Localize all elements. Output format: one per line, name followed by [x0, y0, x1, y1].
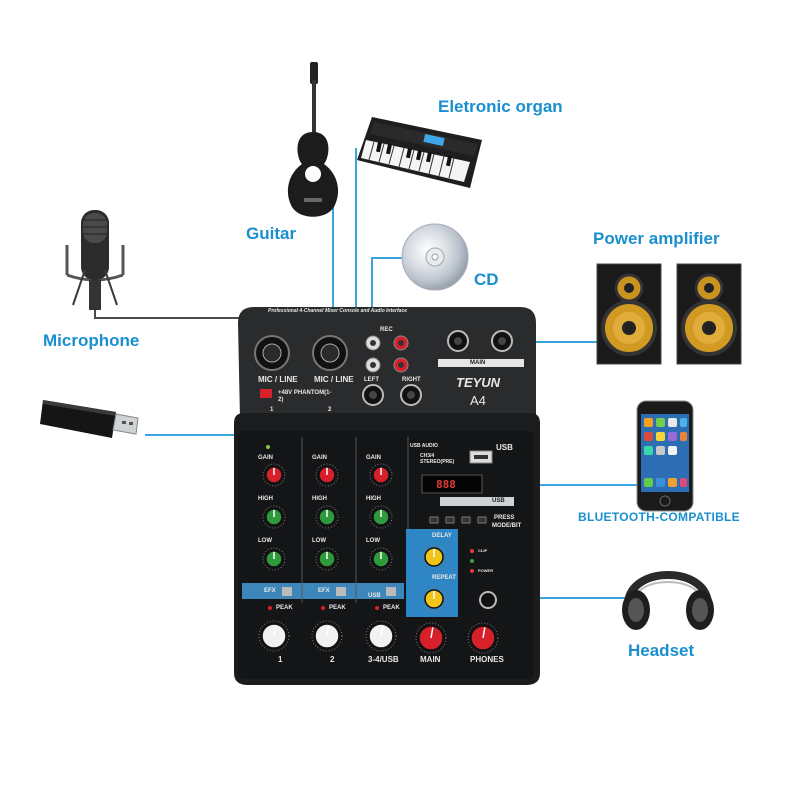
gain-label-1: GAIN — [258, 455, 273, 461]
main-knob[interactable] — [415, 622, 447, 654]
usb-audio-label: USB AUDIO — [410, 443, 438, 449]
right-label: RIGHT — [402, 377, 421, 383]
repeat-knob[interactable] — [421, 586, 447, 612]
high-label-2: HIGH — [312, 496, 327, 502]
high-label-1: HIGH — [258, 496, 273, 502]
power-amplifier-label: Power amplifier — [593, 229, 720, 248]
brand-label: TEYUN — [456, 375, 501, 390]
cd-label: CD — [474, 270, 499, 289]
main-knob-label: MAIN — [420, 655, 441, 664]
press-label: PRESS — [494, 515, 515, 521]
peak-label-1: PEAK — [276, 605, 293, 611]
low-knob-2[interactable] — [315, 547, 339, 571]
channel-3-label: 3-4/USB — [368, 655, 399, 664]
microphone-label: Microphone — [43, 331, 140, 350]
usb-label: USB — [496, 443, 513, 452]
level-knob-1[interactable] — [258, 620, 290, 652]
speaker-icon — [596, 263, 742, 365]
power-led-label: POWER — [478, 568, 494, 573]
gain-knob-2[interactable] — [315, 463, 339, 487]
gain-knob-1[interactable] — [262, 463, 286, 487]
delay-knob[interactable] — [421, 544, 447, 570]
phones-knob[interactable] — [467, 622, 499, 654]
left-label: LEFT — [364, 377, 379, 383]
ch34-stereo-label: CH3/4 STEREO(PRE) — [420, 453, 455, 465]
clip-label: CLIP — [478, 548, 488, 553]
input-1-number: 1 — [270, 407, 274, 413]
level-knob-3[interactable] — [365, 620, 397, 652]
high-knob-2[interactable] — [315, 505, 339, 529]
low-label-3: LOW — [366, 538, 380, 544]
channel-1-label: 1 — [278, 655, 283, 664]
headset-label: Headset — [628, 641, 695, 660]
low-label-1: LOW — [258, 538, 272, 544]
high-knob-3[interactable] — [369, 505, 393, 529]
phones-jack[interactable] — [479, 591, 497, 609]
mixer: MIC / LINE MIC / LINE +48V PHANTOM(1-2) … — [230, 303, 543, 688]
peak-label-3: PEAK — [383, 605, 400, 611]
usb-stick-icon — [40, 400, 139, 438]
guitar-icon — [287, 62, 339, 217]
keyboard-icon — [357, 117, 482, 188]
display-readout: 888 — [436, 478, 456, 491]
peak-label-2: PEAK — [329, 605, 346, 611]
organ-label: Eletronic organ — [438, 97, 563, 116]
low-knob-3[interactable] — [369, 547, 393, 571]
gain-knob-3[interactable] — [369, 463, 393, 487]
smartphone-icon — [636, 400, 694, 512]
efx-label-1: EFX — [264, 588, 276, 594]
phantom-label: +48V PHANTOM(1-2) — [278, 390, 332, 403]
gain-label-2: GAIN — [312, 455, 327, 461]
subtitle: Professional 4-Channel Mixer Console and… — [268, 308, 408, 314]
mic-line-2-label: MIC / LINE — [314, 375, 354, 384]
rec-label: REC — [380, 327, 393, 333]
headphones-icon — [622, 571, 714, 630]
mic-line-1-label: MIC / LINE — [258, 375, 298, 384]
knob-layer — [258, 463, 499, 654]
high-label-3: HIGH — [366, 496, 381, 502]
delay-label: DELAY — [432, 533, 452, 539]
usb-mode-label: USB — [492, 498, 505, 504]
guitar-label: Guitar — [246, 224, 297, 243]
level-knob-2[interactable] — [311, 620, 343, 652]
main-out-label: MAIN — [470, 360, 486, 366]
cd-icon — [401, 223, 469, 291]
high-knob-1[interactable] — [262, 505, 286, 529]
gain-label-3: GAIN — [366, 455, 381, 461]
phones-knob-label: PHONES — [470, 655, 504, 664]
low-knob-1[interactable] — [262, 547, 286, 571]
mode-bit-label: MODE/BIT — [492, 523, 522, 529]
input-2-number: 2 — [328, 407, 332, 413]
microphone-icon — [65, 210, 125, 310]
bluetooth-label: BLUETOOTH-COMPATIBLE — [578, 510, 740, 524]
repeat-label: REPEAT — [432, 575, 456, 581]
channel-2-label: 2 — [330, 655, 335, 664]
usb-switch-label: USB — [368, 593, 381, 599]
efx-label-2: EFX — [318, 588, 330, 594]
model-label: A4 — [470, 393, 486, 408]
low-label-2: LOW — [312, 538, 326, 544]
